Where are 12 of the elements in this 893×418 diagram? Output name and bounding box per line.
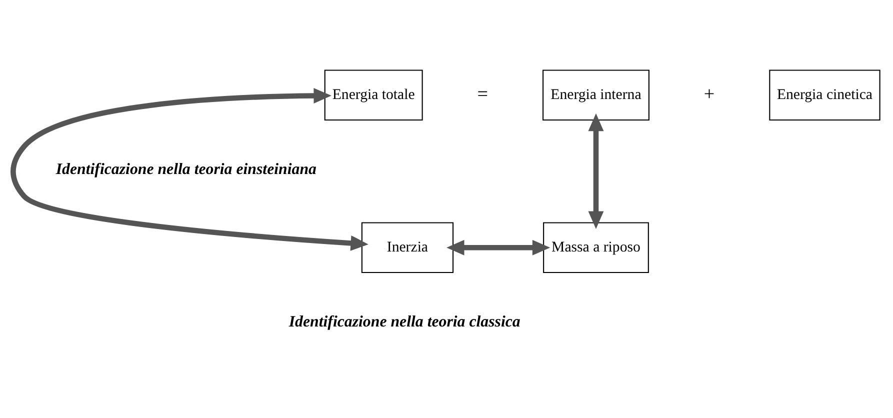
label: Identificazione nella teoria einsteiniana xyxy=(56,160,317,178)
label: + xyxy=(704,83,715,104)
label: Identificazione nella teoria classica xyxy=(288,313,520,330)
node-box: Inerzia xyxy=(361,222,454,273)
label: = xyxy=(477,83,488,104)
arrow xyxy=(446,239,550,255)
node-box: Energia interna xyxy=(542,69,650,120)
node-box: Energia cinetica xyxy=(769,69,880,120)
arrow xyxy=(588,112,604,228)
arrow xyxy=(10,88,368,250)
node-box: Energia totale xyxy=(324,69,423,120)
node-box: Massa a riposo xyxy=(543,222,649,273)
